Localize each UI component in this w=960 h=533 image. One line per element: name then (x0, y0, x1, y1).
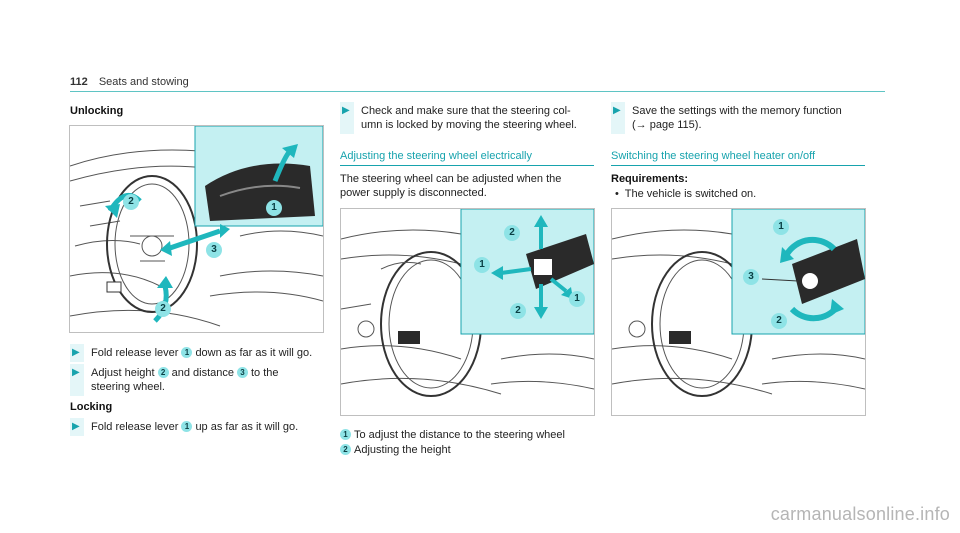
callout-1: 1 (773, 219, 789, 235)
section-title: Seats and stowing (98, 76, 189, 88)
requirement-item: • The vehicle is switched on. (615, 188, 757, 200)
figure-unlocking: 1 2 2 3 (69, 125, 324, 333)
callout-1: 1 (474, 257, 490, 273)
requirements-heading: Requirements: (611, 173, 689, 185)
page-number: 112 (70, 76, 88, 88)
figure-adjust-electrically: 2 1 2 1 (340, 208, 595, 416)
intro-paragraph: The steering wheel can be adjusted when … (340, 173, 562, 199)
step-arrow-icon: ▶ (342, 105, 350, 116)
callout-2: 2 (771, 313, 787, 329)
figure-heater-drawing (612, 209, 865, 397)
header-rule (70, 91, 885, 92)
heading-locking: Locking (70, 401, 113, 413)
callout-2: 2 (155, 301, 171, 317)
callout-3: 3 (206, 242, 222, 258)
figure-unlocking-drawing (70, 126, 323, 327)
callout-2: 2 (123, 194, 139, 210)
heading-adjust-electrically: Adjusting the steering wheel electricall… (340, 150, 594, 166)
step-arrow-icon: ▶ (72, 367, 80, 378)
step-save-memory: ▶ Save the settings with the memory func… (611, 102, 842, 134)
figure-electric-drawing (341, 209, 594, 397)
callout-2: 2 (504, 225, 520, 241)
page-header: 112 Seats and stowing (70, 76, 189, 88)
callout-2: 2 (510, 303, 526, 319)
watermark: carmanualsonline.info (770, 504, 950, 524)
heading-heater: Switching the steering wheel heater on/o… (611, 150, 865, 166)
step-arrow-icon: ▶ (613, 105, 621, 116)
callout-3: 3 (743, 269, 759, 285)
step-arrow-icon: ▶ (72, 421, 80, 432)
figure-heater: 1 3 2 (611, 208, 866, 416)
heading-unlocking: Unlocking (70, 105, 124, 117)
step-check-column-locked: ▶ Check and make sure that the steering … (340, 102, 577, 134)
callout-1: 1 (266, 200, 282, 216)
step-arrow-icon: ▶ (72, 347, 80, 358)
callout-1: 1 (569, 291, 585, 307)
